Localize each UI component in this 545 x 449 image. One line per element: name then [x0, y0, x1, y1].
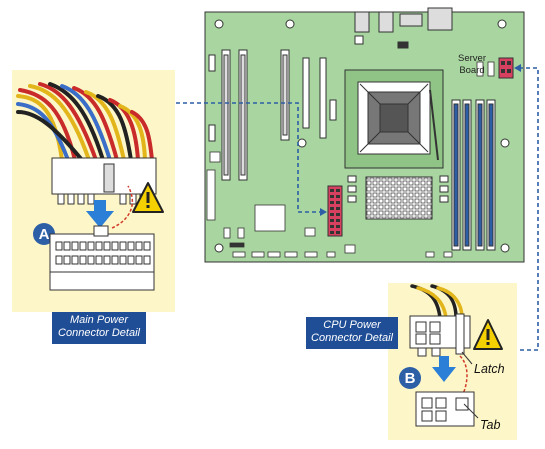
board-main-power-header: [327, 185, 343, 237]
cpu-power-caption-line2: Connector Detail: [311, 332, 393, 344]
cpu-power-plug: [409, 313, 471, 357]
tab-pointer: [463, 403, 479, 419]
cpu-socket: [344, 69, 444, 169]
warning-icon: [132, 182, 164, 213]
main-power-plug: [51, 157, 157, 205]
main-power-wires: [16, 82, 154, 162]
cpu-power-detail-panel: B Latch Tab: [388, 283, 517, 440]
badge-b-label: B: [405, 370, 416, 387]
pci-slots: [208, 49, 337, 181]
main-power-detail-panel: A: [12, 70, 175, 312]
cpu-power-latch-leader: [459, 355, 468, 397]
main-power-latch-leader: [111, 185, 133, 229]
mounting-holes: [214, 19, 510, 253]
badge-a-label: A: [39, 226, 50, 243]
dimm-slots: [451, 99, 496, 251]
board-cpu-power-header: [498, 57, 514, 79]
board-components: [206, 61, 495, 258]
server-board: Server Board: [204, 7, 525, 263]
leader-arrowhead-cpu: [514, 64, 521, 72]
latch-pointer: [461, 351, 473, 365]
cpu-power-receptacle: [415, 391, 475, 427]
down-arrow-icon: [86, 200, 114, 228]
leader-arrowhead-main: [320, 208, 327, 216]
main-power-caption-line1: Main Power: [69, 314, 129, 326]
main-power-caption-line2: Connector Detail: [58, 327, 140, 339]
cpu-power-caption-line1: CPU Power: [323, 319, 381, 331]
down-arrow-icon: [432, 356, 456, 382]
leader-lines: [176, 67, 539, 351]
main-power-receptacle: [49, 225, 155, 291]
badge-b: B: [399, 367, 421, 389]
board-label-line1: Server: [458, 53, 486, 64]
latch-label: Latch: [474, 362, 505, 376]
cpu-power-caption: CPU Power Connector Detail: [306, 317, 398, 349]
vrm-heatsink: [347, 175, 449, 220]
board-label-line2: Board: [459, 65, 484, 76]
main-power-caption: Main Power Connector Detail: [52, 312, 146, 344]
warning-icon: [473, 319, 503, 350]
tab-label: Tab: [480, 418, 500, 432]
rear-io-connectors: [354, 7, 453, 49]
